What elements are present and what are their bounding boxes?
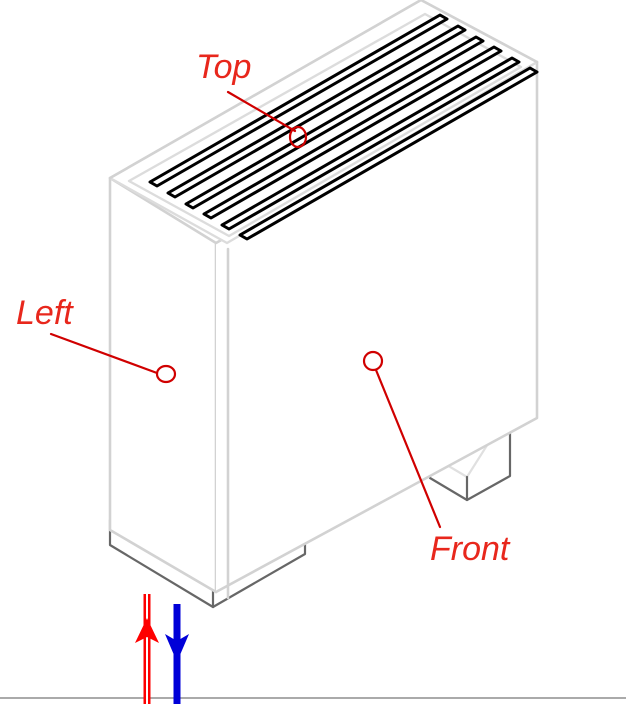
grille-slot (238, 66, 539, 241)
annotation-label-left: Left (16, 294, 74, 332)
grille-slot (148, 13, 449, 188)
grille-slot (220, 56, 521, 231)
leader-line-front (374, 368, 442, 529)
annotation-label-front: Front (430, 530, 511, 568)
grille-slot (166, 24, 467, 199)
annotation-top: Top (196, 48, 308, 149)
leader-marker-left (155, 364, 177, 384)
return-arrowhead (165, 634, 189, 662)
pipe-flow (135, 594, 159, 704)
leader-line-top (226, 90, 297, 133)
annotation-label-top: Top (196, 48, 251, 86)
pipe-return (165, 604, 189, 704)
top-grille (148, 13, 539, 241)
flow-arrowhead (135, 618, 159, 643)
annotation-left: Left (16, 294, 177, 384)
grille-slot (184, 35, 485, 210)
leader-line-left (49, 332, 159, 375)
leader-marker-front (362, 350, 384, 372)
leader-marker-top (288, 125, 308, 149)
grille-slot (202, 45, 503, 220)
annotation-front: Front (362, 350, 511, 568)
